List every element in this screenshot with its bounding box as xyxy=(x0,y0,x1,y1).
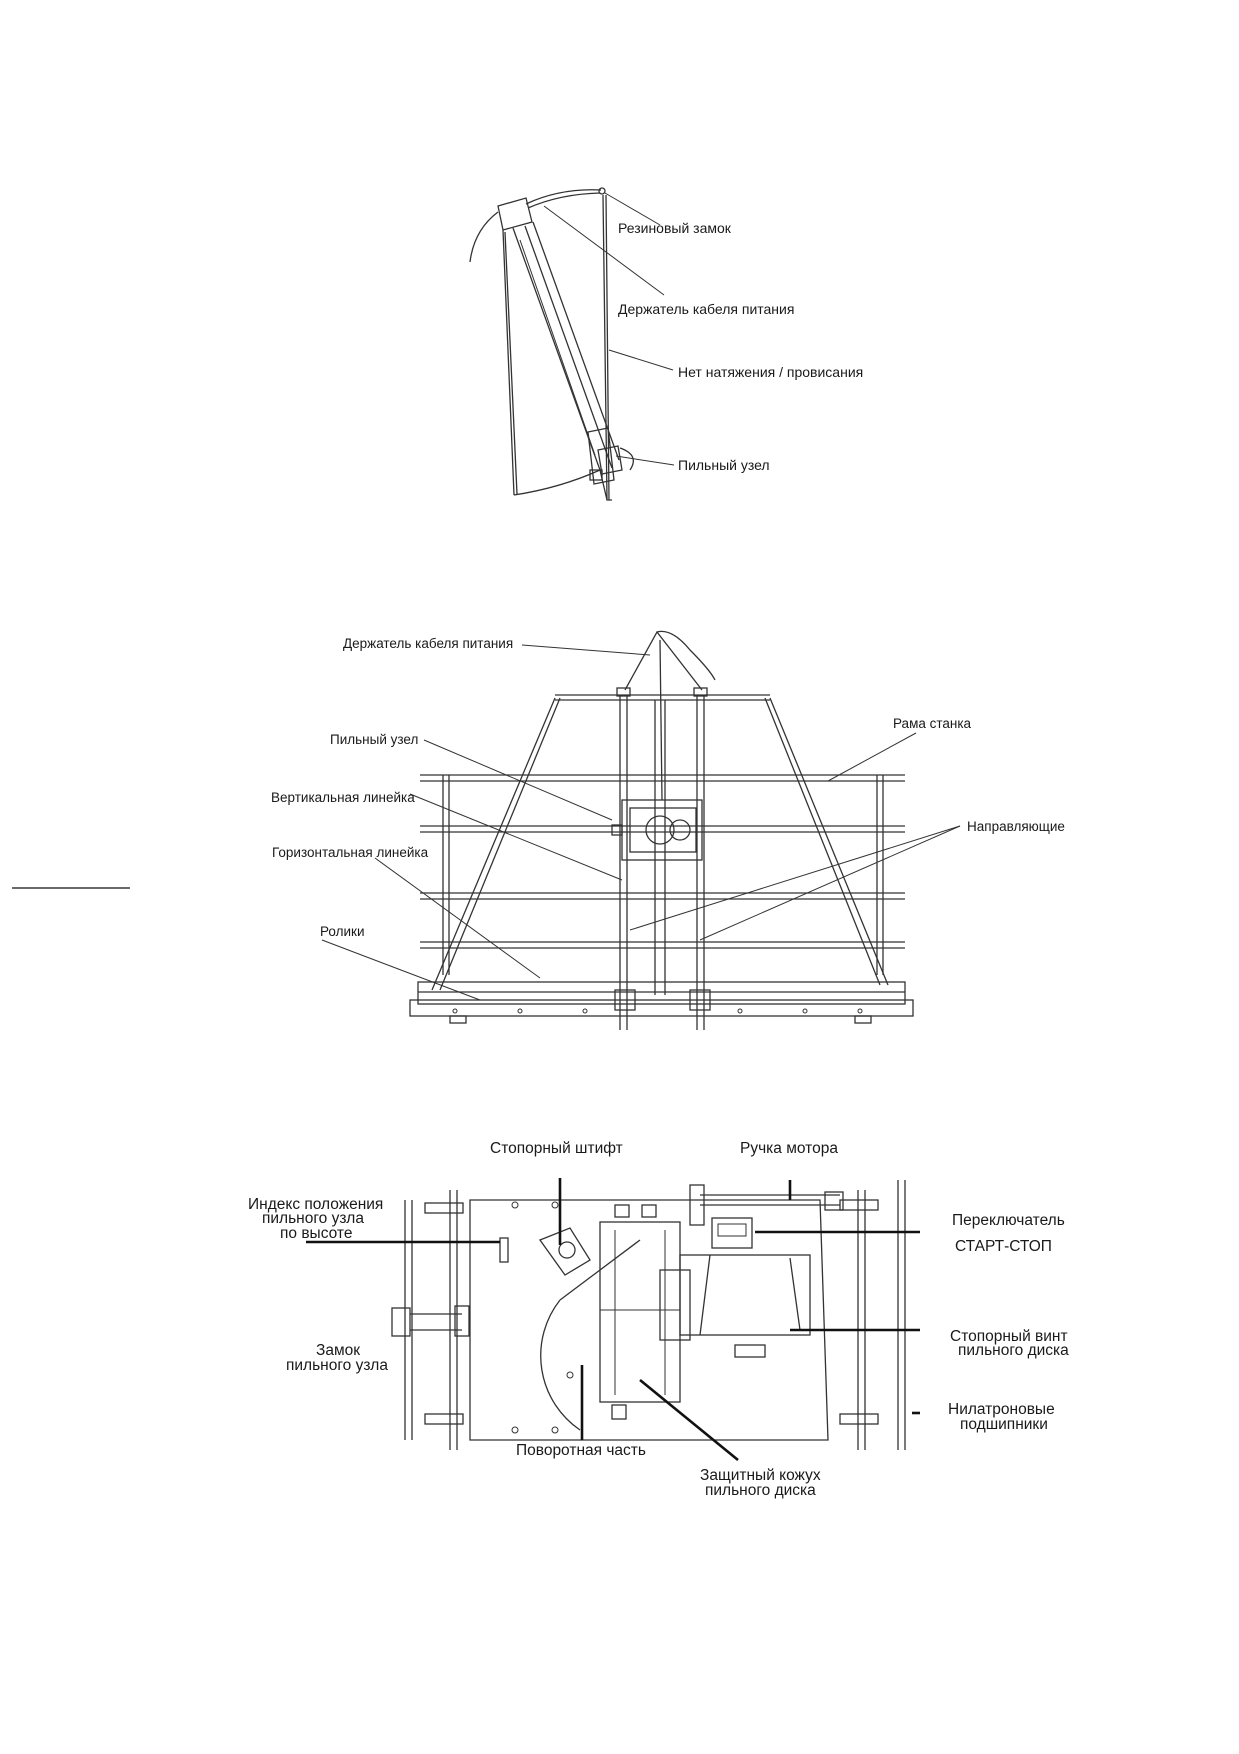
label-saw-unit-front: Пильный узел xyxy=(330,732,418,747)
label-vertical-ruler: Вертикальная линейка xyxy=(271,790,415,805)
label-horizontal-ruler: Горизонтальная линейка xyxy=(272,845,429,860)
front-view-drawing xyxy=(321,630,961,1030)
label-switch-2: СТАРТ-СТОП xyxy=(955,1238,1052,1255)
label-set-screw-1: Стопорный винт xyxy=(950,1328,1068,1345)
label-nylatron-1: Нилатроновые xyxy=(948,1401,1055,1418)
label-guides: Направляющие xyxy=(967,819,1065,834)
saw-unit-drawing xyxy=(306,1178,920,1462)
label-nylatron-2: подшипники xyxy=(960,1416,1048,1433)
label-set-screw-2: пильного диска xyxy=(958,1342,1069,1359)
label-machine-frame: Рама станка xyxy=(893,716,972,731)
figure-front-view: Держатель кабеля питания Рама станка Пил… xyxy=(271,630,1065,1030)
side-view-drawing xyxy=(469,187,675,501)
label-lock-1: Замок xyxy=(316,1342,360,1359)
label-motor-handle: Ручка мотора xyxy=(740,1140,838,1157)
label-lock-2: пильного узла xyxy=(286,1357,388,1374)
label-saw-unit: Пильный узел xyxy=(678,457,770,473)
label-height-index-2: пильного узла xyxy=(262,1210,364,1227)
label-no-tension: Нет натяжения / провисания xyxy=(678,364,863,380)
figure-saw-unit-detail: Стопорный штифт Ручка мотора Индекс поло… xyxy=(248,1140,1069,1499)
label-rollers: Ролики xyxy=(320,924,365,939)
label-cable-holder-front: Держатель кабеля питания xyxy=(343,636,513,651)
label-stop-pin: Стопорный штифт xyxy=(490,1140,623,1157)
label-guard-1: Защитный кожух xyxy=(700,1467,821,1484)
label-height-index-3: по высоте xyxy=(280,1225,352,1242)
label-guard-2: пильного диска xyxy=(705,1482,816,1499)
label-cable-holder: Держатель кабеля питания xyxy=(618,301,794,317)
label-switch-1: Переключатель xyxy=(952,1212,1065,1229)
figure-side-view: Резиновый замок Держатель кабеля питания… xyxy=(469,187,863,501)
label-height-index-1: Индекс положения xyxy=(248,1196,383,1213)
label-pivot: Поворотная часть xyxy=(516,1442,646,1459)
label-rubber-lock: Резиновый замок xyxy=(618,220,732,236)
